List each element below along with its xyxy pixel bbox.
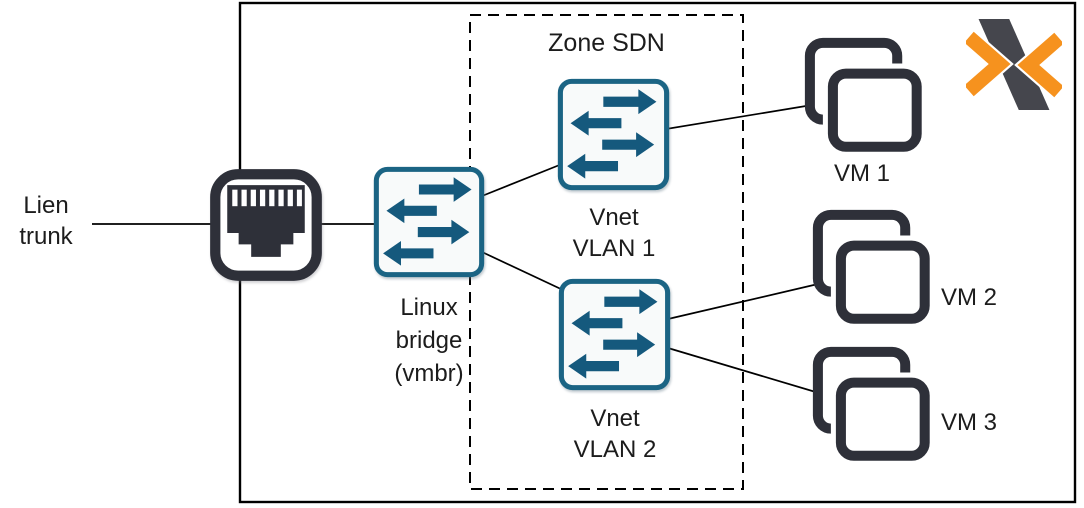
switch-arrow-left-2: [383, 241, 434, 266]
sdn-zone-title: Zone SDN: [548, 29, 665, 57]
switch-arrow-right-1: [604, 289, 658, 315]
switch-arrow-left-1: [570, 110, 622, 136]
vm1-clone-icon: [804, 37, 922, 155]
vnet-vlan2-switch-icon: [558, 278, 671, 391]
vnet-vlan2-label-line1: Vnet: [590, 405, 640, 432]
switch-arrow-left-2: [568, 353, 620, 379]
proxmox-logo-dark-band: [978, 19, 1050, 110]
sdn-zone-boundary-box: [469, 14, 744, 490]
vm-front-square: [835, 377, 930, 461]
connector-vnet1-to-vm1: [665, 104, 813, 130]
linux-bridge-label: Linux bridge (vmbr): [349, 291, 509, 390]
switch-arrow-right-2: [603, 332, 656, 358]
switch-arrow-right-2: [417, 219, 470, 245]
ethernet-jack-pins: [232, 189, 302, 207]
ethernet-port-icon: [210, 169, 322, 281]
vm2-label: VM 2: [941, 284, 998, 311]
switch-arrow-left-2: [567, 153, 619, 179]
vnet-vlan1-switch-icon: [557, 78, 670, 191]
vnet-vlan1-label: Vnet VLAN 1: [534, 202, 694, 264]
proxmox-logo-left-chevron: [966, 31, 1011, 97]
vm1-label: VM 1: [833, 160, 890, 187]
switch-arrow-left-1: [386, 198, 437, 224]
linux-bridge-label-line1: Linux: [400, 294, 458, 321]
proxmox-logo: [966, 19, 1062, 110]
connector-bridge-to-vnet1: [481, 163, 563, 197]
switch-arrow-right-1: [603, 89, 657, 115]
linux-bridge-label-line3: (vmbr): [394, 360, 464, 387]
vnet-vlan2-label-line2: VLAN 2: [573, 436, 657, 463]
linux-bridge-switch-icon: [373, 166, 485, 278]
vm3-clone-icon: [812, 346, 930, 464]
trunk-link-label-line1: Lien: [23, 192, 69, 219]
switch-arrow-left-1: [571, 310, 623, 336]
vm-front-square: [827, 68, 922, 152]
linux-bridge-label-line2: bridge: [395, 327, 463, 354]
vm-front-square: [835, 240, 930, 324]
proxmox-logo-right-chevron: [1017, 32, 1062, 98]
vm3-label: VM 3: [941, 409, 998, 436]
connector-vnet2-to-vm2: [667, 283, 819, 320]
switch-arrow-right-2: [602, 132, 655, 158]
connector-bridge-to-vnet2: [481, 251, 564, 291]
trunk-link-label-line2: trunk: [19, 223, 73, 250]
connector-vnet2-to-vm3: [667, 347, 820, 394]
vnet-vlan2-label: Vnet VLAN 2: [535, 403, 695, 465]
vm2-clone-icon: [812, 209, 930, 327]
vnet-vlan1-label-line1: Vnet: [589, 204, 639, 231]
vnet-vlan1-label-line2: VLAN 1: [572, 235, 656, 262]
trunk-link-label: Lien trunk: [0, 190, 92, 252]
switch-arrow-right-1: [418, 177, 472, 202]
